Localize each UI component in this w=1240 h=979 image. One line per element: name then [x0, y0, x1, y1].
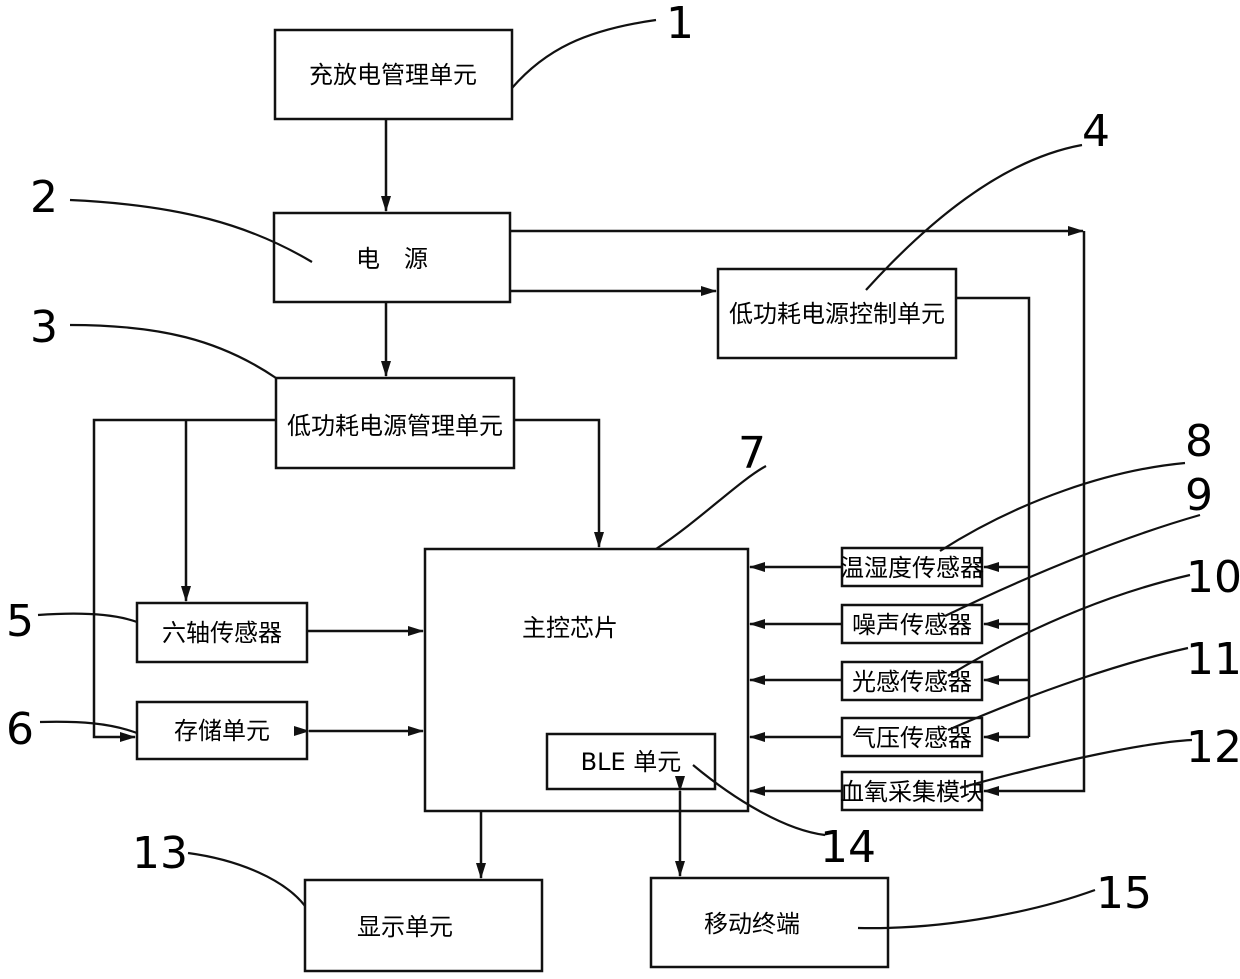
arrow-lp-mgmt-to-chip [514, 420, 599, 547]
ref-number-2: 2 [30, 172, 58, 223]
charge-mgmt-box: 充放电管理单元 [275, 30, 512, 119]
leader-11 [948, 648, 1188, 730]
mobile-label: 移动终端 [704, 910, 800, 938]
six-axis-label: 六轴传感器 [162, 619, 282, 647]
ref-number-9: 9 [1185, 470, 1213, 521]
leader-6 [40, 722, 137, 733]
main-chip-label: 主控芯片 [522, 614, 618, 642]
display-box: 显示单元 [305, 880, 542, 971]
arrow-bus-to-spo2 [984, 231, 1084, 791]
ref-number-10: 10 [1186, 552, 1240, 603]
spo2-box: 血氧采集模块 [840, 772, 984, 810]
ref-number-6: 6 [6, 704, 34, 755]
ref-number-4: 4 [1082, 106, 1110, 157]
mobile-box: 移动终端 [651, 878, 888, 967]
ref-number-15: 15 [1096, 868, 1152, 919]
ref-number-13: 13 [132, 828, 188, 879]
ble-box: BLE 单元 [547, 734, 715, 789]
leader-5 [38, 614, 137, 622]
ref-number-8: 8 [1185, 416, 1213, 467]
power-box: 电 源 [274, 213, 510, 302]
ref-number-5: 5 [6, 596, 34, 647]
noise-label: 噪声传感器 [852, 611, 972, 639]
leader-1 [512, 20, 656, 88]
ref-number-7: 7 [738, 428, 766, 479]
lp-power-mgmt-box: 低功耗电源管理单元 [276, 378, 514, 468]
charge-mgmt-label: 充放电管理单元 [309, 61, 477, 89]
temp-humidity-label: 温湿度传感器 [840, 554, 984, 582]
power-label: 电 源 [356, 245, 428, 273]
spo2-label: 血氧采集模块 [840, 778, 984, 806]
leader-8 [940, 463, 1185, 551]
temp-humidity-box: 温湿度传感器 [840, 548, 984, 586]
noise-box: 噪声传感器 [842, 605, 982, 643]
ble-label: BLE 单元 [581, 748, 682, 776]
leader-3 [70, 325, 276, 378]
ref-number-14: 14 [820, 822, 876, 873]
leader-15 [858, 890, 1095, 928]
leader-10 [948, 575, 1190, 676]
ref-number-12: 12 [1186, 722, 1240, 773]
leader-13 [188, 853, 305, 906]
ref-number-3: 3 [30, 302, 58, 353]
lp-power-ctrl-label: 低功耗电源控制单元 [729, 300, 945, 328]
six-axis-box: 六轴传感器 [137, 603, 307, 662]
leader-12 [960, 740, 1192, 788]
storage-box: 存储单元 [137, 702, 307, 759]
ref-number-11: 11 [1186, 634, 1240, 685]
lp-power-ctrl-box: 低功耗电源控制单元 [718, 269, 956, 358]
lp-power-mgmt-label: 低功耗电源管理单元 [287, 412, 503, 440]
storage-label: 存储单元 [174, 717, 270, 745]
ref-number-1: 1 [666, 0, 694, 49]
display-label: 显示单元 [357, 913, 453, 941]
